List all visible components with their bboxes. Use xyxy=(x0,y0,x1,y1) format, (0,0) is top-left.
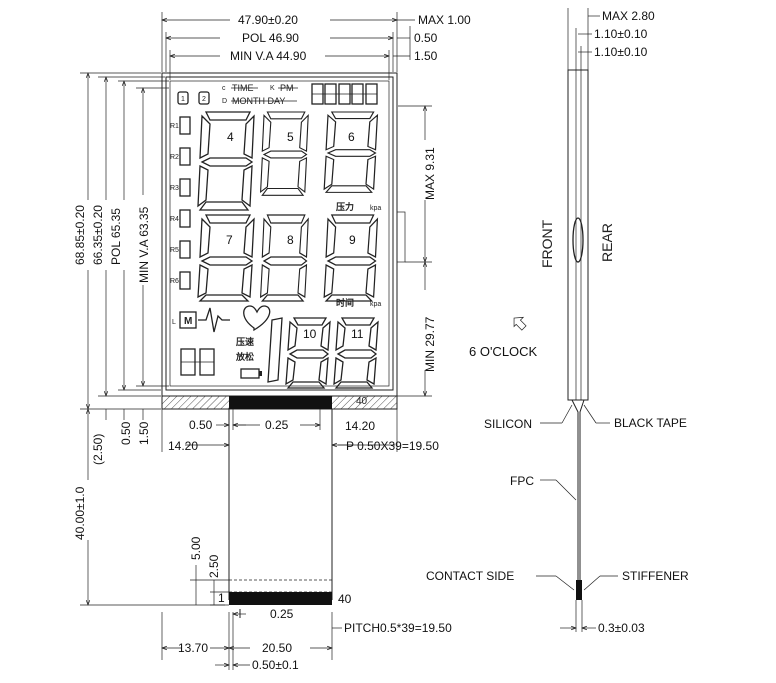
row-markers xyxy=(179,116,191,290)
dim-pol-width: POL 46.90 xyxy=(242,31,299,45)
label-fpc: FPC xyxy=(510,474,534,488)
lcd-mark-m: M xyxy=(184,316,192,327)
digit-label-5: 5 xyxy=(287,130,294,144)
row-label-1: R1 xyxy=(170,123,179,130)
dim-050: 0.50 xyxy=(119,421,133,445)
digit-label-11: 11 xyxy=(351,327,364,341)
dim-pitch-top: P 0.50X39=19.50 xyxy=(346,439,439,453)
side-view xyxy=(513,8,618,632)
side-fpc-thickness: 0.3±0.03 xyxy=(598,621,645,635)
lcd-cn-time: 时间 xyxy=(336,297,354,308)
battery-icon xyxy=(240,368,260,379)
digit-label-6: 6 xyxy=(348,130,355,144)
dim-pin-050: 0.50 xyxy=(189,418,213,432)
lcd-mark-l: L xyxy=(172,319,176,326)
digit-label-4: 4 xyxy=(227,130,234,144)
tail-dimension-lines xyxy=(162,565,342,670)
dim-tail-1370: 13.70 xyxy=(178,641,208,655)
dim-width-total: 47.90±0.20 xyxy=(238,13,298,27)
row-label-6: R6 xyxy=(170,278,179,285)
side-t1: 1.10±0.10 xyxy=(594,27,648,41)
digit-label-8: 8 xyxy=(287,233,294,247)
memory-icon xyxy=(179,311,197,329)
dim-pin-025: 0.25 xyxy=(265,418,289,432)
dim-height-total: 68.85±0.20 xyxy=(73,205,87,265)
dim-tail-250: 2.50 xyxy=(207,554,221,578)
lcd-mark-k: K xyxy=(270,85,275,92)
user2-icon xyxy=(198,91,210,105)
digit-label-10: 10 xyxy=(303,327,317,341)
tail-pin-first: 1 xyxy=(218,591,225,605)
user1-icon xyxy=(177,91,189,105)
lcd-unit-kpa-1: kpa xyxy=(370,205,381,212)
side-t2: 1.10±0.10 xyxy=(594,45,648,59)
lcd-unit-kpa-2: kpa xyxy=(370,301,381,308)
lcd-cn-pressure-speed: 压速 xyxy=(236,336,254,347)
right-dimensions xyxy=(396,106,432,396)
row-label-2: R2 xyxy=(170,154,179,161)
dim-height-pol: POL 65.35 xyxy=(109,208,123,265)
pin-dimension-lines xyxy=(161,409,398,452)
dim-tail-500: 5.00 xyxy=(189,536,203,560)
dim-tail-2050: 20.50 xyxy=(262,641,292,655)
side-rear-label: REAR xyxy=(599,223,615,262)
lcd-cn-release: 放松 xyxy=(235,351,254,362)
dim-offset-050: 0.50 xyxy=(414,31,438,45)
dim-height-glass: 66.35±0.20 xyxy=(91,205,105,265)
digit-label-7: 7 xyxy=(226,233,233,247)
dim-max-931: MAX 9.31 xyxy=(423,147,437,200)
dim-min-2977: MIN 29.77 xyxy=(423,316,437,372)
heartbeat-icon xyxy=(198,307,230,333)
dim-max-thickness: MAX 1.00 xyxy=(418,13,471,27)
lcd-cn-pressure: 压力 xyxy=(336,201,354,212)
label-contact-side: CONTACT SIDE xyxy=(426,569,514,583)
dim-250: (2.50) xyxy=(91,434,105,465)
dim-va-width: MIN V.A 44.90 xyxy=(230,49,307,63)
svg-text:1: 1 xyxy=(181,96,185,103)
side-front-label: FRONT xyxy=(539,219,555,268)
big-digits xyxy=(197,111,379,389)
label-stiffener: STIFFENER xyxy=(622,569,689,583)
row-label-4: R4 xyxy=(170,216,179,223)
pin-count-top: 40 xyxy=(356,396,368,407)
row-label-3: R3 xyxy=(170,185,179,192)
label-black-tape: BLACK TAPE xyxy=(614,416,687,430)
svg-text:2: 2 xyxy=(202,96,206,103)
dim-150: 1.50 xyxy=(137,421,151,445)
label-silicon: SILICON xyxy=(484,417,532,431)
top-dimensions xyxy=(162,12,415,80)
time-digits xyxy=(311,83,378,105)
dim-offset-150: 1.50 xyxy=(414,49,438,63)
heart-icon xyxy=(243,305,271,332)
side-max-thickness: MAX 2.80 xyxy=(602,9,655,23)
digit-label-9: 9 xyxy=(349,233,356,247)
dim-1420-right: 14.20 xyxy=(345,419,375,433)
dim-height-va: MIN V.A 63.35 xyxy=(137,206,151,283)
tail-pin-last: 40 xyxy=(338,592,352,606)
left-dimensions xyxy=(80,73,225,605)
dim-tail-025: 0.25 xyxy=(270,607,294,621)
dim-tail-050: 0.50±0.1 xyxy=(252,658,299,672)
dim-1420-left: 14.20 xyxy=(168,439,198,453)
row-label-5: R5 xyxy=(170,247,179,254)
dim-fpc-length: 40.00±1.0 xyxy=(73,486,87,540)
lcd-mark-c: c xyxy=(222,85,226,92)
dim-tail-pitch: PITCH0.5*39=19.50 xyxy=(344,621,452,635)
lcd-mark-d: D xyxy=(222,98,227,105)
viewing-direction: 6 O'CLOCK xyxy=(469,344,538,359)
lcd-icons: 1 2 xyxy=(177,83,378,383)
